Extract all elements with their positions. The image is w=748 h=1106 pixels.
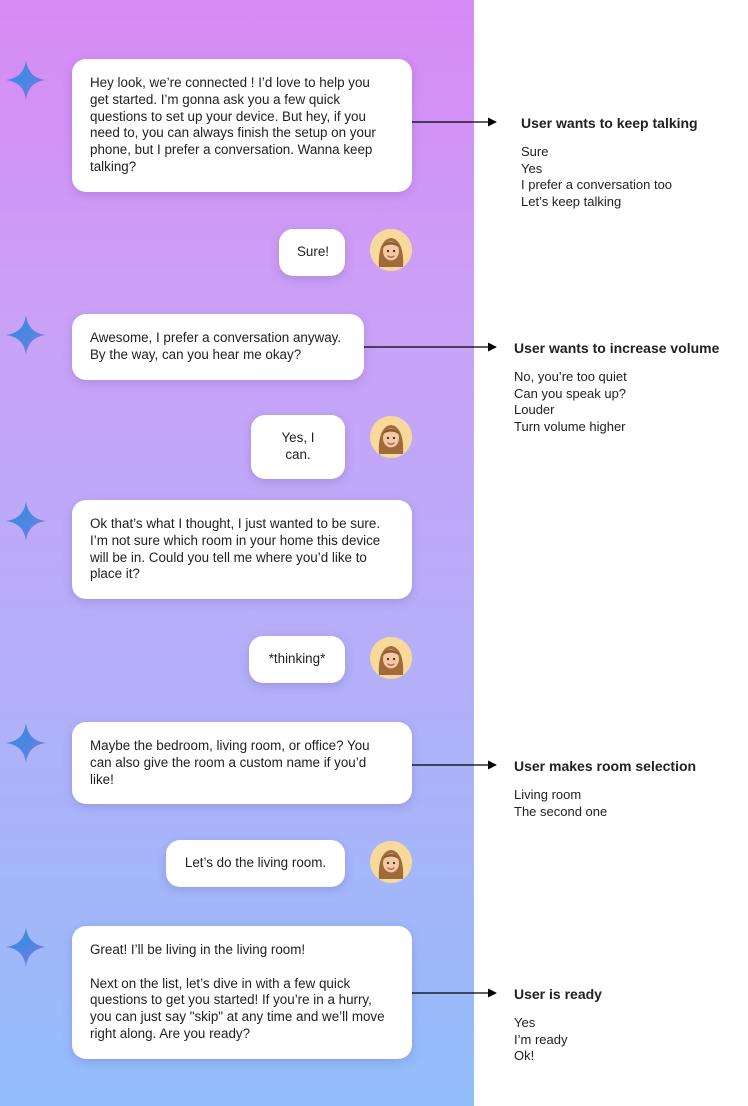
intent-examples: Yes I’m ready Ok!: [514, 1015, 602, 1065]
intent-room-selection: User makes room selection Living room Th…: [514, 757, 696, 820]
gemini-sparkle-icon: [4, 499, 48, 543]
intent-user-ready: User is ready Yes I’m ready Ok!: [514, 985, 602, 1065]
user-message-4: Let’s do the living room.: [166, 840, 345, 887]
intent-example: Let’s keep talking: [521, 193, 622, 209]
intent-increase-volume: User wants to increase volume No, you’re…: [514, 339, 719, 435]
intent-example: Yes: [521, 160, 543, 176]
memoji-avatar-icon: [370, 229, 412, 271]
intent-title: User is ready: [514, 986, 602, 1002]
intent-example: The second one: [514, 803, 608, 819]
memoji-avatar-icon: [370, 637, 412, 679]
conversation-panel: Hey look, we’re connected ! I’d love to …: [0, 0, 474, 1106]
memoji-avatar-icon: [370, 416, 412, 458]
assistant-message-2: Awesome, I prefer a conversation anyway.…: [72, 314, 364, 380]
intent-example: Sure: [521, 144, 549, 159]
memoji-avatar-icon: [370, 841, 412, 883]
intent-example: I’m ready: [514, 1031, 568, 1047]
intent-examples: No, you’re too quiet Can you speak up? L…: [514, 369, 719, 435]
assistant-message-1: Hey look, we’re connected ! I’d love to …: [72, 59, 412, 192]
intent-examples: Sure Yes I prefer a conversation too Let…: [521, 144, 698, 210]
user-message-2: Yes, I can.: [251, 415, 345, 479]
assistant-message-4: Maybe the bedroom, living room, or offic…: [72, 722, 412, 805]
intent-example: Can you speak up?: [514, 385, 627, 401]
intent-title: User wants to increase volume: [514, 340, 720, 356]
intent-examples: Living room The second one: [514, 787, 696, 820]
intent-example: Turn volume higher: [514, 418, 626, 434]
intent-example: Louder: [514, 402, 555, 418]
gemini-sparkle-icon: [4, 925, 48, 969]
gemini-sparkle-icon: [4, 721, 48, 765]
intent-example: No, you’re too quiet: [514, 369, 627, 384]
assistant-message-5: Great! I’ll be living in the living room…: [72, 926, 412, 1059]
gemini-sparkle-icon: [4, 58, 48, 102]
gemini-sparkle-icon: [4, 313, 48, 357]
intent-example: I prefer a conversation too: [521, 177, 673, 193]
intent-title: User wants to keep talking: [521, 115, 698, 131]
user-message-3: *thinking*: [249, 636, 345, 683]
intent-keep-talking: User wants to keep talking Sure Yes I pr…: [521, 114, 698, 210]
intent-example: Ok!: [514, 1048, 535, 1064]
intent-title: User makes room selection: [514, 758, 697, 774]
user-message-1: Sure!: [279, 229, 345, 276]
assistant-message-3: Ok that’s what I thought, I just wanted …: [72, 500, 412, 600]
intent-example: Living room: [514, 787, 582, 802]
intent-example: Yes: [514, 1015, 536, 1030]
